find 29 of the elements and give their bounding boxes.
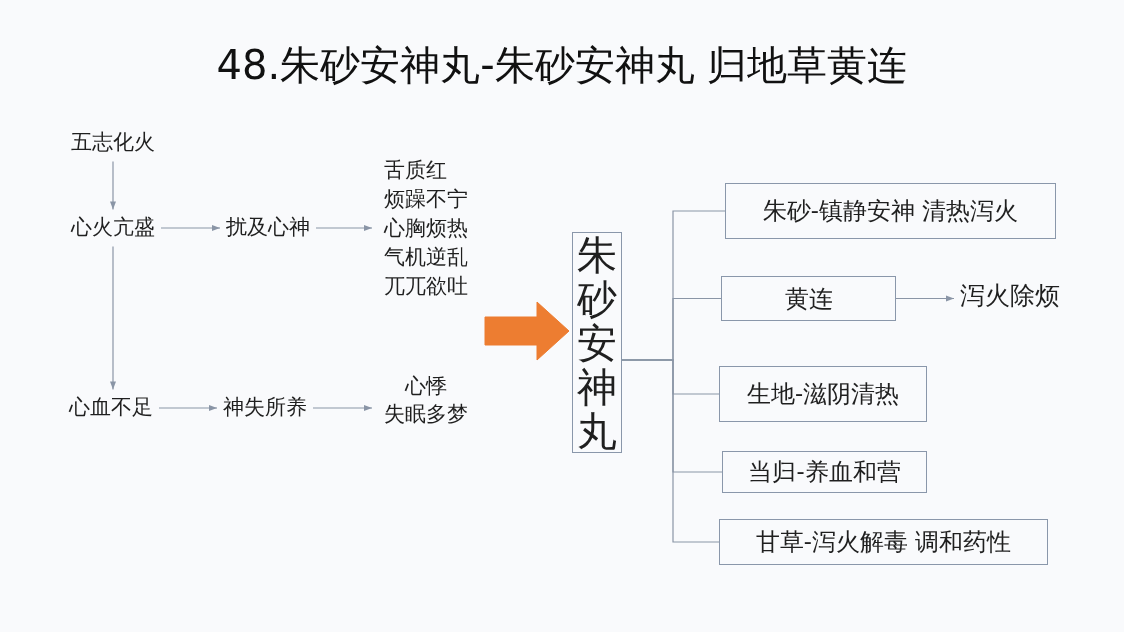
effect-text: 泻火除烦 <box>960 281 1060 311</box>
symptom-text: 失眠多梦 <box>384 401 468 428</box>
flow-text: 心火亢盛 <box>71 215 155 241</box>
symptom-text: 烦躁不宁 <box>384 185 468 213</box>
connector-line <box>621 359 720 543</box>
symptom-text: 心胸烦热 <box>384 214 468 242</box>
arrow <box>160 225 221 231</box>
herb-box: 甘草-泻火解毒 调和药性 <box>719 519 1048 565</box>
title: 48.朱砂安神丸-朱砂安神丸 归地草黄连 <box>216 41 908 90</box>
herb-box: 当归-养血和营 <box>722 451 927 493</box>
symptom-text: 心悸 <box>405 373 447 400</box>
flow-text: 扰及心神 <box>226 215 310 241</box>
flow-text: 心血不足 <box>69 395 153 421</box>
arrow <box>895 295 955 302</box>
symptom-text: 气机逆乱 <box>384 243 468 271</box>
symptom-text: 兀兀欲吐 <box>384 272 468 300</box>
arrow <box>110 161 116 210</box>
arrow <box>315 225 373 231</box>
herb-box: 朱砂-镇静安神 清热泻火 <box>725 183 1056 239</box>
herb-box: 生地-滋阴清热 <box>719 366 927 422</box>
arrow <box>158 405 218 411</box>
herb-box: 黄连 <box>721 276 896 321</box>
arrow <box>110 246 116 390</box>
flow-text: 神失所养 <box>223 395 307 421</box>
symptom-text: 舌质红 <box>384 156 447 184</box>
flow-text: 五志化火 <box>71 130 155 156</box>
formula-box: 朱砂安神丸 <box>572 232 622 453</box>
arrow <box>312 405 373 411</box>
block-arrow <box>484 301 570 361</box>
